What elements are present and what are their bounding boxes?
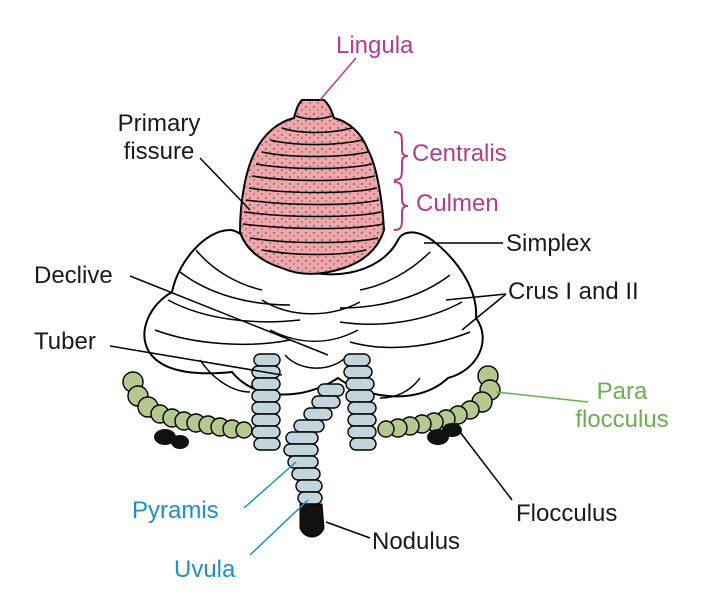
label-culmen: Culmen <box>416 190 499 217</box>
leader-lines <box>109 57 589 556</box>
label-paraflocculus: Para flocculus <box>560 378 684 434</box>
label-flocculus: Flocculus <box>516 500 618 527</box>
label-primary-fissure: Primary fissure <box>100 110 218 166</box>
label-uvula: Uvula <box>174 556 236 583</box>
flocculus <box>154 423 462 449</box>
label-declive: Declive <box>34 262 113 289</box>
label-nodulus: Nodulus <box>372 528 461 555</box>
vermis-tubes <box>251 353 377 505</box>
label-para-line2: flocculus <box>575 406 669 433</box>
label-para-line1: Para <box>596 378 648 405</box>
paraflocculus <box>122 365 501 439</box>
label-primary-line2: fissure <box>123 138 195 165</box>
posterior-lobe <box>143 228 484 399</box>
label-crus: Crus I and II <box>508 278 639 305</box>
anterior-lobe <box>238 99 386 275</box>
nodulus <box>299 503 325 538</box>
label-primary-line1: Primary <box>117 110 201 137</box>
brackets <box>393 131 409 231</box>
label-pyramis: Pyramis <box>132 497 219 524</box>
label-tuber: Tuber <box>34 328 96 355</box>
label-simplex: Simplex <box>506 230 592 257</box>
label-lingula: Lingula <box>336 32 414 59</box>
label-centralis: Centralis <box>412 140 507 167</box>
